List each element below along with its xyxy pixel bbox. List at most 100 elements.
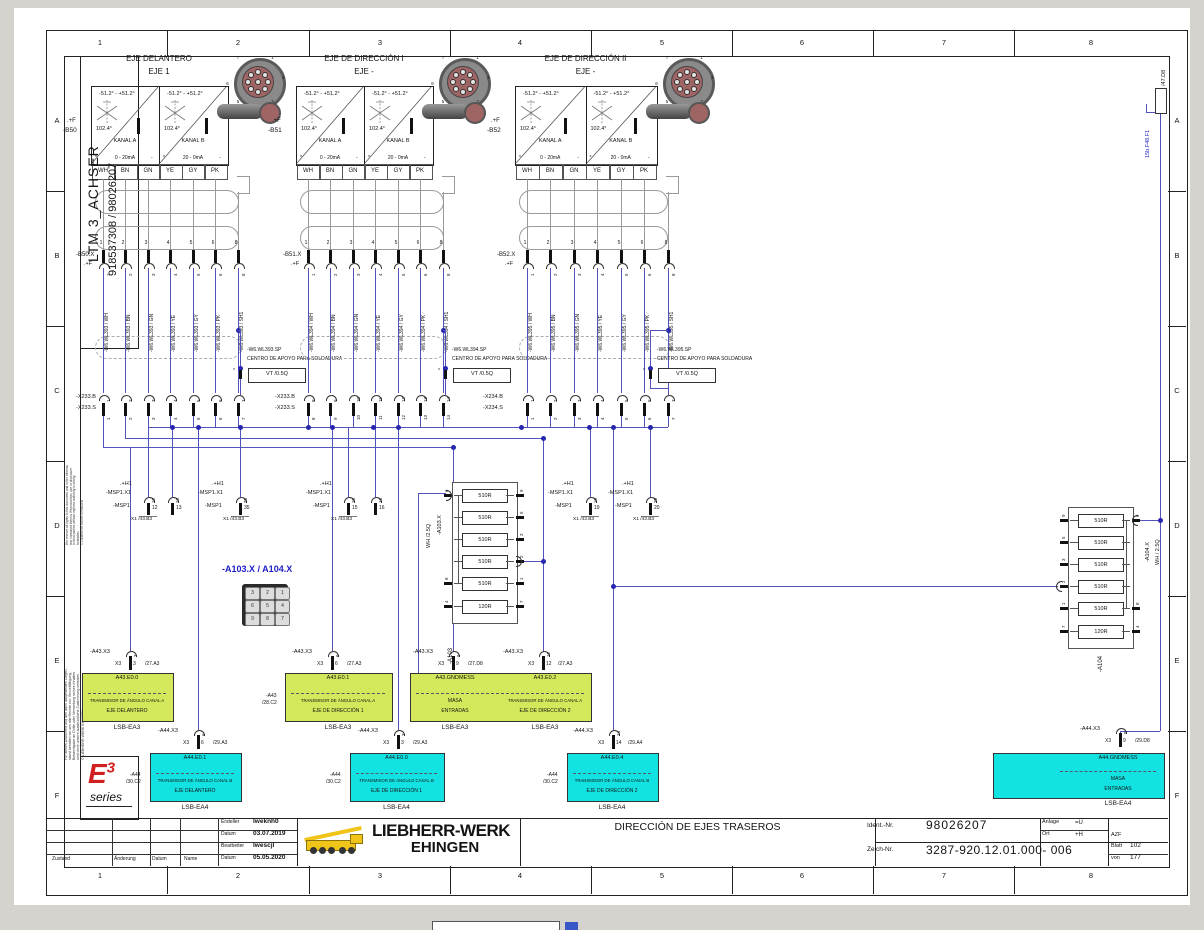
potential-label: .+F [67,118,76,124]
pin [525,250,529,263]
zeich-value: 3287-920.12.01.000- 006 [926,843,1073,857]
wire [231,516,249,517]
io-block-footer: LSB-EA3 [324,724,352,731]
sensor-subtitle: EJE - [354,67,374,76]
resistor: 510R [462,555,508,569]
connector-photo-pinhole [247,86,254,93]
connector-photo-pinhole [694,79,700,85]
socket-arc [592,263,604,269]
column-number: 4 [517,38,523,47]
pin-number: 2 [546,240,550,246]
wire [240,379,241,395]
wire-label: -W6.WL393 / GY [194,314,200,352]
terminal-pin-number: 6 [218,399,223,402]
terminal-ref: -X233.B [76,394,96,400]
cable-oval [300,190,444,214]
pin [516,581,524,585]
titleblock-line [875,842,1168,843]
wire [1070,586,1078,587]
column-number: 6 [799,871,805,880]
pin [648,370,652,379]
column-number: 7 [941,871,947,880]
pin [101,250,105,263]
resistor: 510R [462,533,508,547]
io-block [150,753,242,802]
io-dashed-row [573,773,651,775]
msp-ref: X1 /43.B3 [331,517,353,522]
wire [103,416,104,447]
connector-photo-pinhole [265,79,271,85]
io-dashed-row [156,773,234,775]
io-connector-ref: -A44.X3 [573,728,593,734]
pin [572,250,576,263]
wire [238,416,239,427]
device-ref: -B51 [268,127,282,134]
terminal-pin-number: 11 [378,397,383,402]
pin [642,403,646,416]
bottom-toolbar-icon[interactable] [565,922,578,930]
wire [193,416,194,427]
terminal-ref: -X233.S [76,405,96,411]
io-pin-number-rot: 6 [201,733,206,736]
frame-tick [167,866,168,894]
socket-arc [143,395,155,401]
io-block-line1: TRANSMISOR DE ÁNGULO CANAL B [359,778,434,783]
terminal-pin-number: 2 [128,417,133,420]
resistor: 510R [1078,580,1124,594]
sensor-ma-range: 20 - 0mA [387,155,409,161]
von-label: von [1111,855,1120,861]
pin-number-rot: 8 [671,273,676,276]
keypad-key: 3 [245,587,260,600]
sensor-span: 102.4° [301,126,317,132]
io-pin-loc: /29.A3 [213,740,228,746]
wire-label: -W6.WL395 / SH1 [669,311,675,352]
pin [516,604,524,608]
socket-arc [233,395,245,401]
wire [550,268,551,393]
io-x3: X3 [317,661,324,667]
wire-label: -W6.WL395 / GY [622,314,628,352]
io-block-title: A44.E0.0 [385,755,408,761]
wire [445,379,446,395]
socket-arc [393,395,405,401]
polarity-mark: * [233,368,235,374]
io-pin-loc: /29.A3 [413,740,428,746]
resistor-pin-number: 4 [1135,625,1140,628]
column-number: 6 [799,38,805,47]
terminal-pin-number: 2 [553,417,558,420]
junction-dot [541,559,546,564]
pin [146,503,150,515]
photo-pin-label: 7 [236,54,240,60]
pin-number-rot: 2 [128,273,133,276]
pin-number: 3 [570,240,574,246]
divider [86,806,132,807]
photo-pin-label: 6 [226,80,229,86]
pin [441,403,445,416]
terminal-ref: -X234.S [483,405,503,411]
frame-tick [591,866,592,894]
column-number: 2 [235,38,241,47]
io-device-ref: -A44 [130,772,141,778]
bottom-input[interactable] [432,921,560,930]
io-pin-number: 6 [201,740,204,746]
pin-number-rot: 2 [333,273,338,276]
polarity-mark: - [151,155,153,161]
terminal-pin-number: 10 [356,414,361,420]
crane-cab [350,834,363,844]
pin [191,403,195,416]
wire [1122,608,1130,609]
wire [506,561,514,562]
terminal-pin-number: 7 [241,417,246,420]
sidebar-model-box [80,56,139,349]
socket-arc [663,395,675,401]
pin-number-rot: 4 [378,273,383,276]
pin-number: 1 [523,240,527,246]
io-connector-ref: -A43.X3 [292,649,312,655]
io-pin-loc: /27.A3 [558,661,573,667]
titleblock-meta-label: Datum [221,855,236,861]
pin-number: 3 [144,240,148,246]
wire [527,179,528,250]
io-block-line2: EJE DE DIRECCIÓN 1 [370,788,423,794]
msp-pin-number: 35 [244,505,250,511]
wire [650,388,668,389]
